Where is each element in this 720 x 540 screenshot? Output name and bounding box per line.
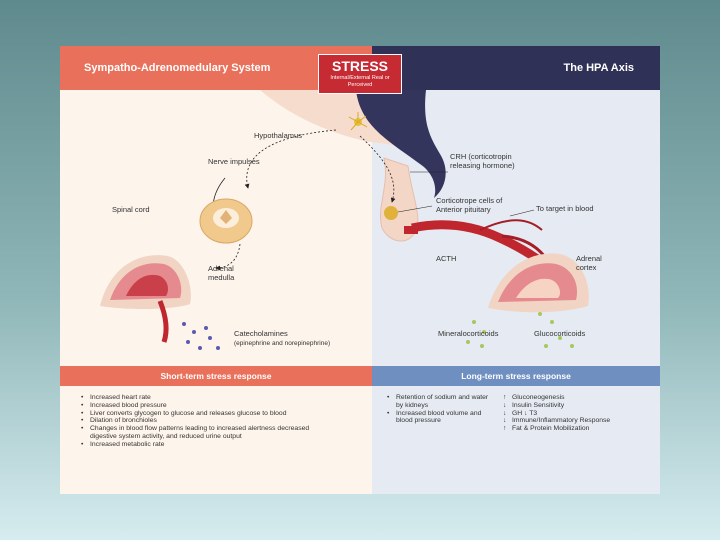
- long-term-heading: Long-term stress response: [461, 371, 571, 381]
- header-left-title: Sympatho-Adrenomedulary System: [84, 62, 271, 74]
- nerve-arrow-hypothalamus: [244, 129, 337, 189]
- glucocorticoid-dots: [538, 312, 574, 348]
- long-term-list-right: ↑Gluconeogenesis ↓Insulin Sensitivity ↓G…: [502, 394, 652, 433]
- neuron-icon: [348, 112, 368, 131]
- header-right-title: The HPA Axis: [563, 62, 635, 74]
- label-adrenal-cortex: Adrenal cortex: [576, 254, 602, 272]
- label-crh: CRH (corticotropin releasing hormone): [450, 152, 515, 170]
- stress-title: STRESS: [331, 58, 388, 74]
- list-item: ↓GH ↓ T3: [503, 409, 538, 417]
- label-catecholamines: Catecholamines: [234, 329, 288, 338]
- list-item: ↓Insulin Sensitivity: [503, 401, 565, 409]
- nerve-arrow-to-medulla: [215, 243, 241, 271]
- catecholamine-dots: [182, 322, 220, 350]
- spinal-cord-illustration: [199, 198, 253, 244]
- leader-corticotrope: [397, 205, 433, 213]
- short-term-heading-bar: Short-term stress response: [60, 366, 372, 386]
- list-item: Retention of sodium and water by kidneys: [386, 394, 490, 410]
- long-term-list-left: Retention of sodium and water by kidneys…: [386, 394, 490, 425]
- short-term-heading: Short-term stress response: [160, 371, 272, 381]
- arrow-mark: ↓: [503, 417, 507, 425]
- list-item: Liver converts glycogen to glucose and r…: [80, 410, 330, 418]
- adrenal-cortex-illustration: [488, 253, 589, 313]
- diagram-card: Sympatho-Adrenomedulary System The HPA A…: [60, 46, 660, 494]
- arrow-mark: ↑: [503, 425, 507, 433]
- header-hpa: The HPA Axis: [372, 46, 660, 90]
- arrow-mark: ↓: [503, 401, 507, 409]
- label-mineralocorticoids: Mineralocorticoids: [438, 329, 499, 338]
- label-nerve-impulses: Nerve impulses: [208, 157, 260, 166]
- pituitary-stalk: [380, 157, 419, 242]
- list-item: ↑Fat & Protein Mobilization: [503, 425, 590, 433]
- label-corticotrope: Corticotrope cells of Anterior pituitary: [436, 196, 503, 214]
- label-spinal-cord: Spinal cord: [112, 205, 150, 214]
- hypothalamus-region: [356, 90, 446, 198]
- mineralocorticoid-dots: [466, 320, 486, 348]
- list-item: Changes in blood flow patterns leading t…: [80, 425, 330, 441]
- list-item: Increased blood volume and blood pressur…: [386, 410, 490, 426]
- list-item: Dilation of bronchioles: [80, 417, 330, 425]
- list-item: Increased metabolic rate: [80, 441, 330, 449]
- long-term-heading-bar: Long-term stress response: [372, 366, 660, 386]
- short-term-panel: Increased heart rate Increased blood pre…: [60, 386, 372, 494]
- stress-subtitle: Internal/External Real or Perceived: [330, 75, 390, 88]
- label-catecholamines-detail: (epinephrine and norepinephrine): [234, 340, 331, 347]
- long-term-panel: Retention of sodium and water by kidneys…: [372, 386, 660, 494]
- short-term-list: Increased heart rate Increased blood pre…: [80, 394, 330, 449]
- corticotrope-cell: [384, 206, 398, 220]
- list-item: ↑Gluconeogenesis: [503, 394, 565, 401]
- leader-target: [509, 209, 535, 217]
- adrenal-medulla-illustration: [100, 255, 191, 343]
- arrow-mark: ↓: [503, 409, 507, 417]
- label-glucocorticoids: Glucocorticoids: [534, 329, 586, 338]
- label-to-target: To target in blood: [536, 204, 594, 213]
- list-item: ↓Immune/Inflammatory Response: [503, 417, 611, 425]
- label-acth: ACTH: [436, 254, 457, 263]
- arrow-mark: ↑: [503, 394, 507, 401]
- label-adrenal-medulla: Adrenal medulla: [208, 264, 235, 282]
- list-item: Increased heart rate: [80, 394, 330, 402]
- physiology-illustration: [100, 90, 589, 350]
- stress-box: STRESS Internal/External Real or Perceiv…: [318, 54, 402, 94]
- list-item: Increased blood pressure: [80, 402, 330, 410]
- label-hypothalamus: Hypothalamus: [254, 131, 302, 140]
